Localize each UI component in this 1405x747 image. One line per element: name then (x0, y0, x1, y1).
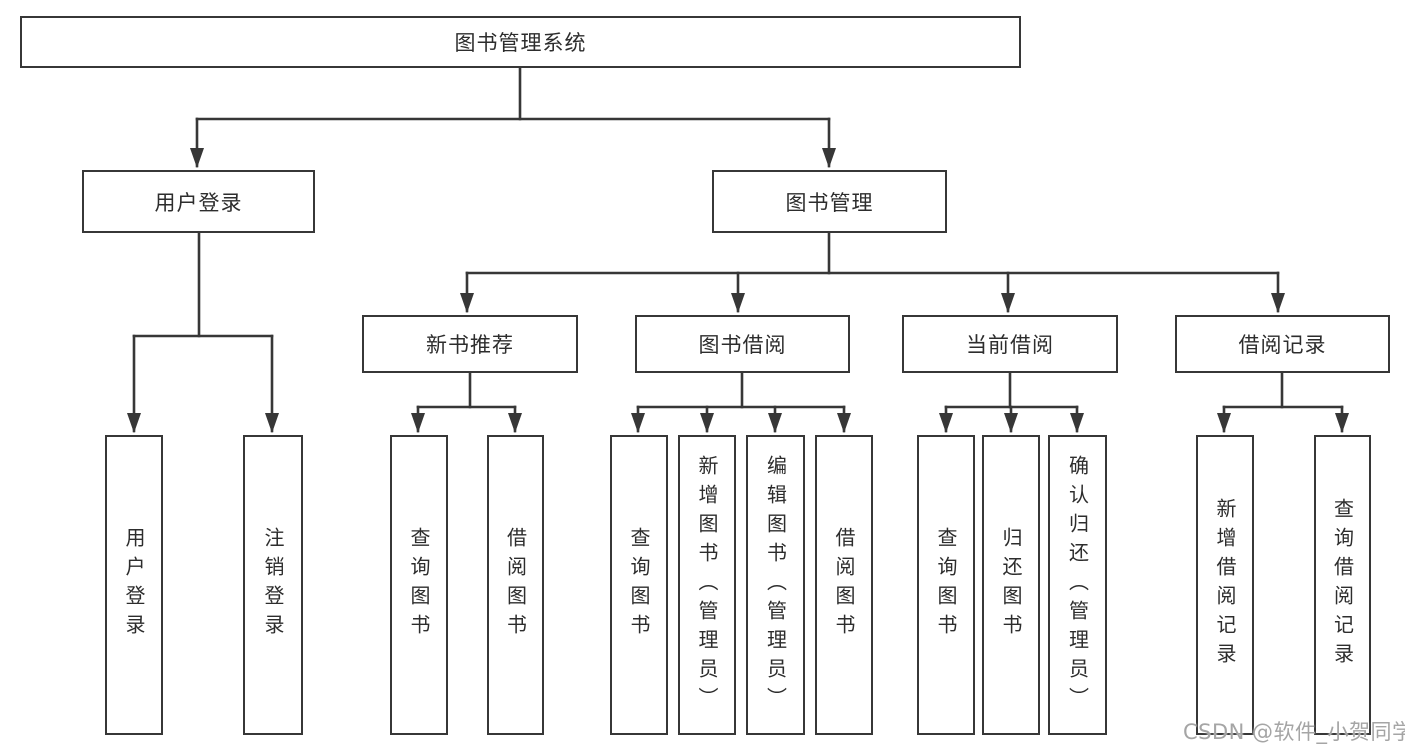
node-label: 图书管理 (785, 190, 874, 215)
csdn-watermark: CSDN @软件_小贺同学 (1183, 720, 1405, 744)
node-root: 图书管理系统 (20, 16, 1021, 68)
node-label: 新增图书（管理员） (695, 454, 719, 716)
node-label: 借阅记录 (1238, 333, 1327, 357)
node-book-borrow: 图书借阅 (635, 315, 850, 373)
leaf-current-query-book: 查询图书 (917, 435, 975, 735)
node-user-login: 用户登录 (82, 170, 315, 233)
leaf-borrow-query-book: 查询图书 (610, 435, 668, 735)
node-label: 查询图书 (627, 527, 651, 643)
node-label: 图书借阅 (698, 333, 787, 357)
connector-new-book-recommend (411, 371, 522, 433)
node-borrow-records: 借阅记录 (1175, 315, 1390, 373)
node-current-borrow: 当前借阅 (902, 315, 1118, 373)
leaf-current-confirm-return: 确认归还（管理员） (1048, 435, 1107, 735)
node-label: 查询借阅记录 (1330, 498, 1355, 672)
leaf-user-login: 用户登录 (105, 435, 163, 735)
leaf-borrow-borrow-book: 借阅图书 (815, 435, 873, 735)
leaf-current-return-book: 归还图书 (982, 435, 1040, 735)
connector-book-borrow (631, 371, 851, 433)
node-book-management: 图书管理 (712, 170, 947, 233)
leaf-borrow-edit-book: 编辑图书（管理员） (746, 435, 805, 735)
node-label: 归还图书 (999, 527, 1023, 643)
leaf-newbook-query-book: 查询图书 (390, 435, 448, 735)
node-label: 借阅图书 (832, 527, 856, 643)
node-new-book-recommend: 新书推荐 (362, 315, 578, 373)
leaf-newbook-borrow-book: 借阅图书 (487, 435, 544, 735)
node-label: 借阅图书 (503, 527, 528, 643)
connector-root (190, 66, 836, 168)
node-label: 编辑图书（管理员） (763, 454, 788, 716)
node-label: 用户登录 (122, 527, 146, 643)
leaf-borrow-add-book: 新增图书（管理员） (678, 435, 736, 735)
node-label: 用户登录 (154, 190, 243, 215)
connector-borrow-records (1217, 371, 1349, 433)
node-label: 图书管理系统 (454, 31, 587, 55)
node-label: 查询图书 (934, 527, 958, 643)
node-label: 注销登录 (261, 527, 285, 643)
node-label: 查询图书 (407, 527, 431, 643)
leaf-records-query-record: 查询借阅记录 (1314, 435, 1371, 735)
connector-user-login (127, 231, 279, 433)
connector-book-management (460, 231, 1285, 313)
connector-current-borrow (939, 371, 1084, 433)
leaf-records-add-record: 新增借阅记录 (1196, 435, 1254, 735)
node-label: 确认归还（管理员） (1065, 454, 1090, 716)
node-label: 新书推荐 (426, 333, 514, 357)
leaf-logout-login: 注销登录 (243, 435, 303, 735)
node-label: 新增借阅记录 (1213, 498, 1237, 672)
node-label: 当前借阅 (966, 333, 1054, 357)
